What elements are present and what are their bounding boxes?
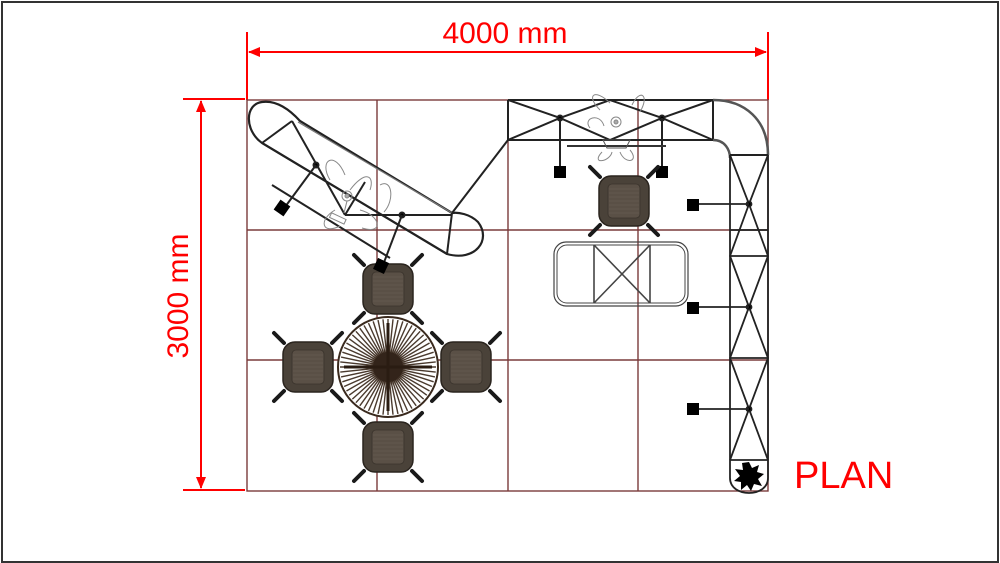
chair-table-west	[272, 331, 344, 403]
width-label: 4000 mm	[442, 17, 567, 50]
curved-truss-top-left	[247, 100, 509, 266]
round-table	[337, 316, 439, 418]
width-dimension: 4000 mm	[246, 17, 769, 100]
floor-grid	[246, 99, 769, 492]
chair-table-south	[352, 411, 424, 483]
chair-top	[588, 165, 660, 237]
plant-icon	[734, 462, 764, 491]
spotlight-right-1	[687, 199, 699, 211]
height-dimension: 3000 mm	[162, 98, 245, 491]
aircraft-model-left	[323, 159, 392, 230]
spotlight-right-3	[687, 403, 699, 415]
counter	[553, 241, 689, 307]
plan-title: PLAN	[794, 455, 893, 497]
spotlight-right-2	[687, 302, 699, 314]
chair-table-east	[430, 331, 502, 403]
aircraft-model-top	[567, 94, 666, 162]
chair-table-north	[352, 253, 424, 325]
spotlight-top-1	[554, 166, 566, 178]
height-label: 3000 mm	[162, 233, 195, 358]
vertical-truss-right	[693, 154, 769, 494]
